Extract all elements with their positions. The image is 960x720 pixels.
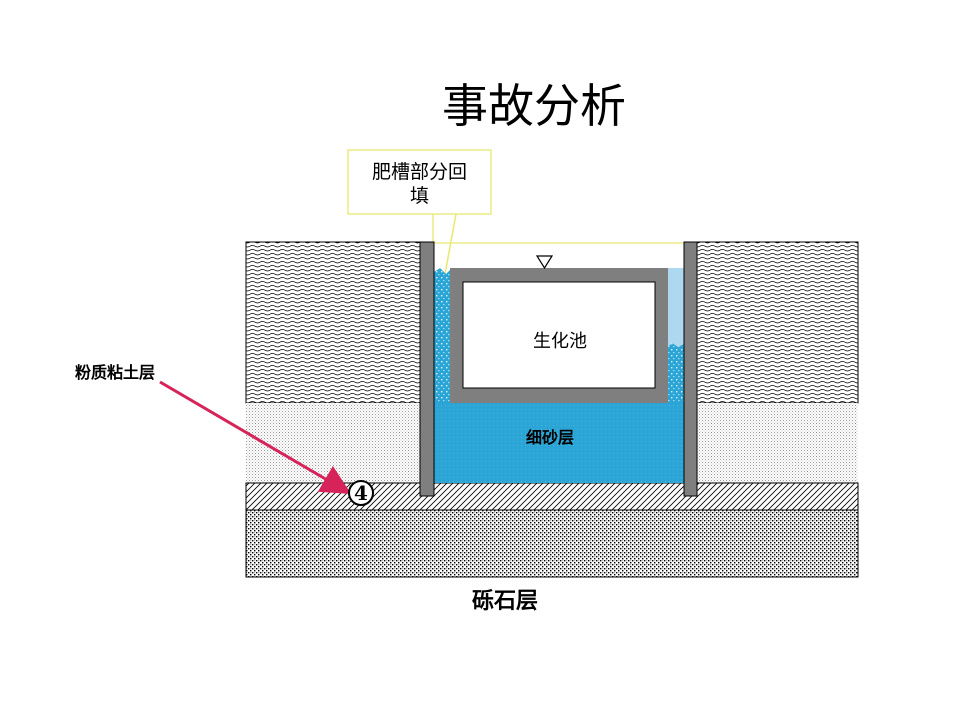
gravel-label: 砾石层 — [472, 588, 538, 614]
gravel-layer — [245, 509, 859, 578]
top-soil-right — [696, 241, 859, 404]
soil-cross-section — [245, 241, 859, 578]
fine-sand-label: 细砂层 — [526, 428, 574, 447]
tank-label: 生化池 — [533, 331, 587, 352]
right-backfill-water — [667, 343, 684, 403]
fine-sand-fill — [434, 403, 684, 483]
fine-sand-native-left — [246, 403, 420, 483]
callout-line-2: 填 — [410, 185, 429, 207]
layer-number-text: 4 — [354, 481, 368, 505]
water-level-triangle — [535, 255, 554, 270]
callout-line-1: 肥槽部分回 — [372, 161, 467, 183]
clay-pointer-arrow — [159, 380, 352, 495]
callout-border — [347, 149, 492, 215]
fine-sand-native-right — [697, 403, 858, 483]
layer-number-marker: 4 — [348, 480, 374, 506]
callout-box: 肥槽部分回 填 — [347, 149, 492, 215]
page-title: 事故分析 — [442, 79, 626, 133]
left-backfill-water — [434, 268, 455, 403]
top-soil-left — [245, 241, 421, 404]
layer-number-circle — [348, 480, 374, 506]
excavation — [434, 268, 684, 483]
tank-interior — [462, 281, 656, 389]
left-retaining-wall — [419, 241, 435, 497]
callout-pointer — [432, 214, 855, 244]
right-retaining-wall — [683, 241, 698, 497]
silty-clay-label: 粉质粘土层 — [75, 363, 155, 382]
biochemical-tank: 生化池 — [450, 268, 668, 403]
